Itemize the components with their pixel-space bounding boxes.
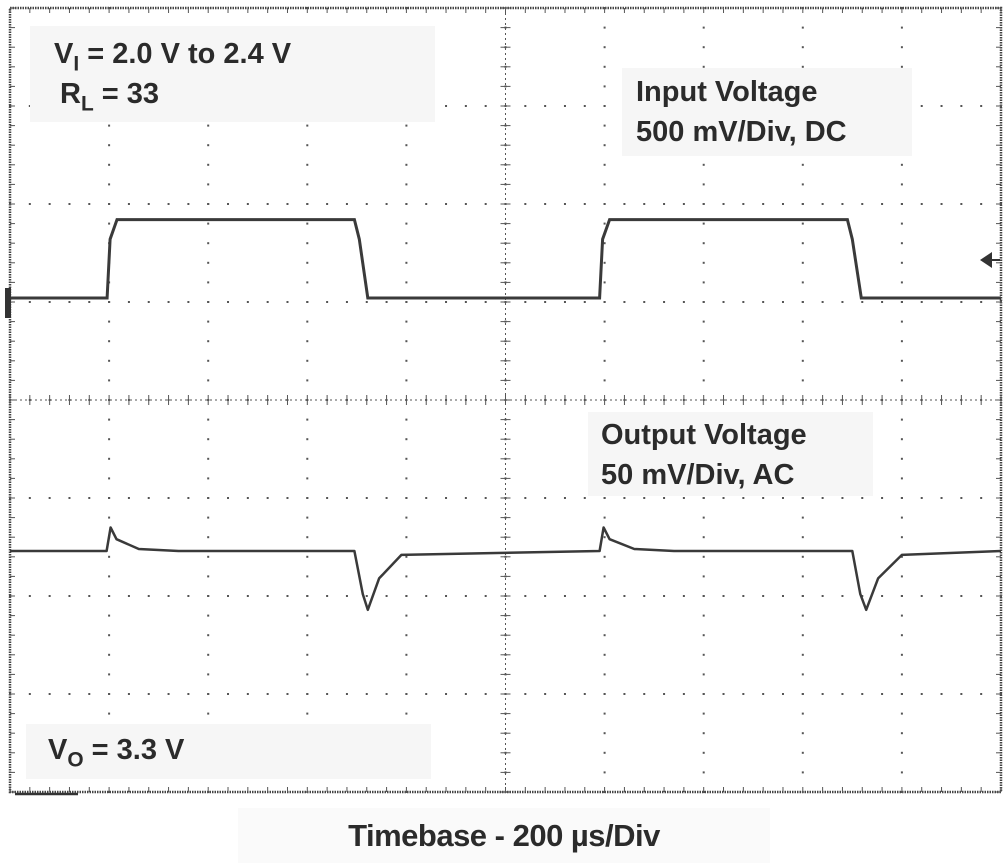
input-scale: 500 mV/Div, DC bbox=[636, 116, 847, 148]
vo-label: VO = 3.3 V bbox=[26, 724, 431, 779]
output-voltage-label: Output Voltage 50 mV/Div, AC bbox=[588, 412, 873, 496]
rl-label: RL = 33 bbox=[60, 78, 160, 116]
output-voltage-trace bbox=[10, 526, 1002, 612]
input-voltage-trace bbox=[10, 218, 1001, 300]
input-voltage-label: Input Voltage 500 mV/Div, DC bbox=[622, 68, 912, 156]
input-title: Input Voltage bbox=[636, 76, 818, 108]
output-title: Output Voltage bbox=[601, 419, 807, 451]
trigger-level-arrow-icon bbox=[980, 252, 992, 268]
conditions-label: VI = 2.0 V to 2.4 V RL = 33 bbox=[30, 26, 435, 122]
timebase-label: Timebase - 200 µs/Div bbox=[238, 808, 770, 863]
vi-range-label: VI = 2.0 V to 2.4 V bbox=[54, 38, 292, 76]
output-scale: 50 mV/Div, AC bbox=[601, 459, 795, 491]
channel-ground-marker bbox=[5, 288, 11, 318]
